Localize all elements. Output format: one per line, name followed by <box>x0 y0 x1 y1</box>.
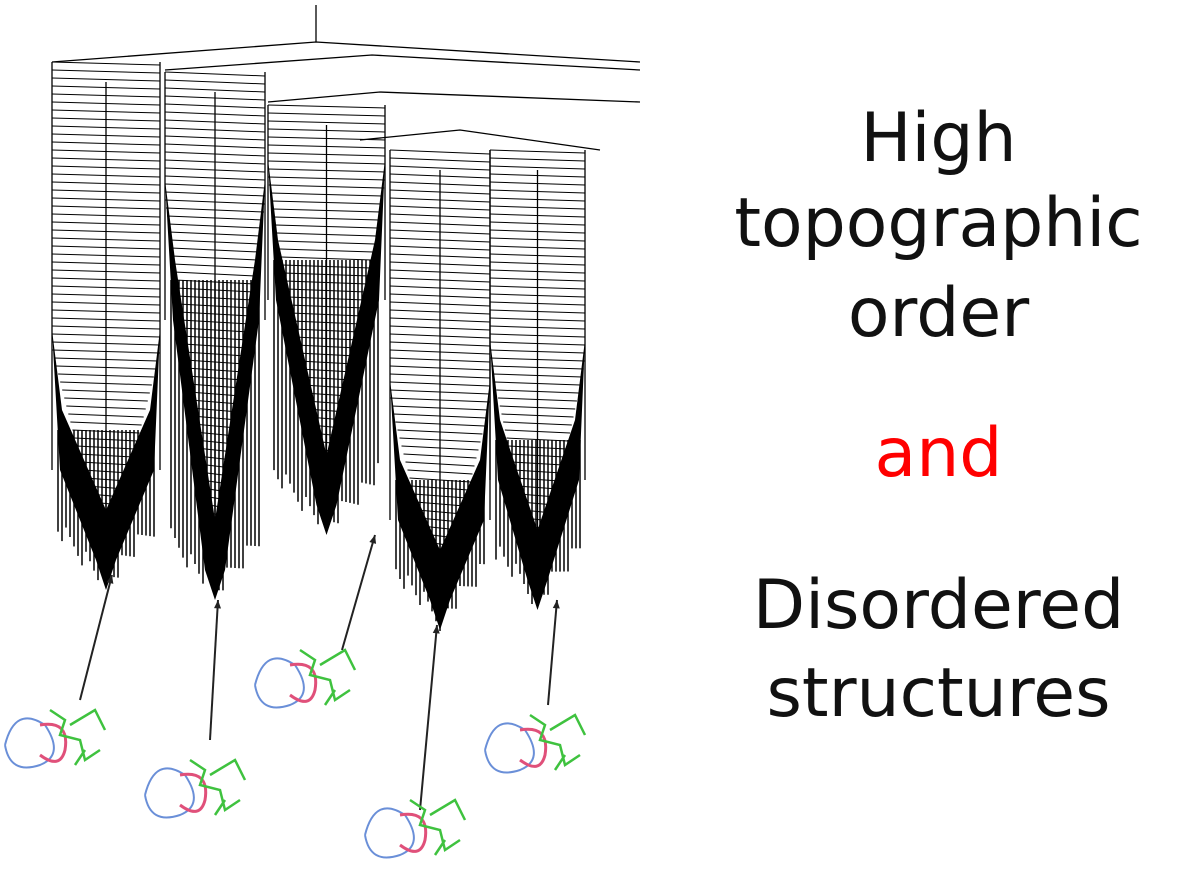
disconnectivity-graph <box>4 5 641 859</box>
backbone-pink <box>39 722 68 763</box>
energy-level-line <box>389 165 491 171</box>
caption-and: and <box>874 414 1003 493</box>
molecule <box>484 713 587 774</box>
sidechains-green <box>409 798 467 856</box>
arrowhead <box>432 625 440 634</box>
energy-level-line <box>267 112 386 117</box>
arrow <box>419 624 438 811</box>
caption-disordered: Disordered <box>752 566 1125 645</box>
funnel <box>489 149 586 610</box>
energy-level-line <box>51 77 161 82</box>
energy-level-line <box>267 120 386 125</box>
connector-4 <box>359 129 601 151</box>
energy-level-line <box>51 61 161 66</box>
energy-level-line <box>489 149 586 154</box>
arrowhead <box>552 600 560 609</box>
molecule <box>364 798 467 859</box>
caption-order: order <box>847 274 1030 353</box>
minima-cluster <box>490 340 585 610</box>
backbone-blue <box>254 657 305 709</box>
caption-high: High <box>860 99 1017 178</box>
energy-level-line <box>51 69 161 74</box>
sidechains-green <box>189 758 247 816</box>
caption-structures: structures <box>766 654 1111 733</box>
arrow <box>209 599 219 741</box>
energy-level-line <box>489 165 586 170</box>
backbone-pink <box>519 727 548 768</box>
funnel <box>51 61 161 590</box>
backbone-blue <box>364 807 415 859</box>
energy-level-line <box>267 104 386 109</box>
sidechains-green <box>299 648 357 706</box>
arrow <box>547 599 558 706</box>
energy-level-line <box>164 87 266 93</box>
sidechains-green <box>529 713 587 771</box>
arrowhead <box>369 535 377 544</box>
backbone-pink <box>399 812 428 853</box>
top-connector <box>51 41 641 63</box>
arrowhead <box>214 600 222 609</box>
molecule-structures <box>4 648 587 859</box>
caption-topographic: topographic <box>734 184 1143 263</box>
energy-level-line <box>389 157 491 163</box>
arrow <box>79 574 113 701</box>
energy-level-line <box>164 79 266 85</box>
sidechains-green <box>49 708 107 766</box>
backbone-pink <box>289 662 318 703</box>
molecule <box>144 758 247 819</box>
funnel <box>389 149 491 631</box>
energy-level-line <box>389 149 491 155</box>
connector-2 <box>164 54 641 71</box>
funnel <box>164 71 266 600</box>
backbone-blue <box>4 717 55 769</box>
energy-level-line <box>489 157 586 162</box>
molecule <box>4 708 107 769</box>
backbone-pink <box>179 772 208 813</box>
arrow <box>341 534 376 651</box>
backbone-blue <box>484 722 535 774</box>
funnel-branches <box>51 5 641 631</box>
backbone-blue <box>144 767 195 819</box>
minima-cluster <box>165 180 265 600</box>
arrowhead <box>106 575 114 584</box>
funnel <box>267 104 386 535</box>
molecule <box>254 648 357 709</box>
arrows <box>79 534 560 811</box>
connector-3 <box>267 91 641 103</box>
energy-level-line <box>164 71 266 77</box>
